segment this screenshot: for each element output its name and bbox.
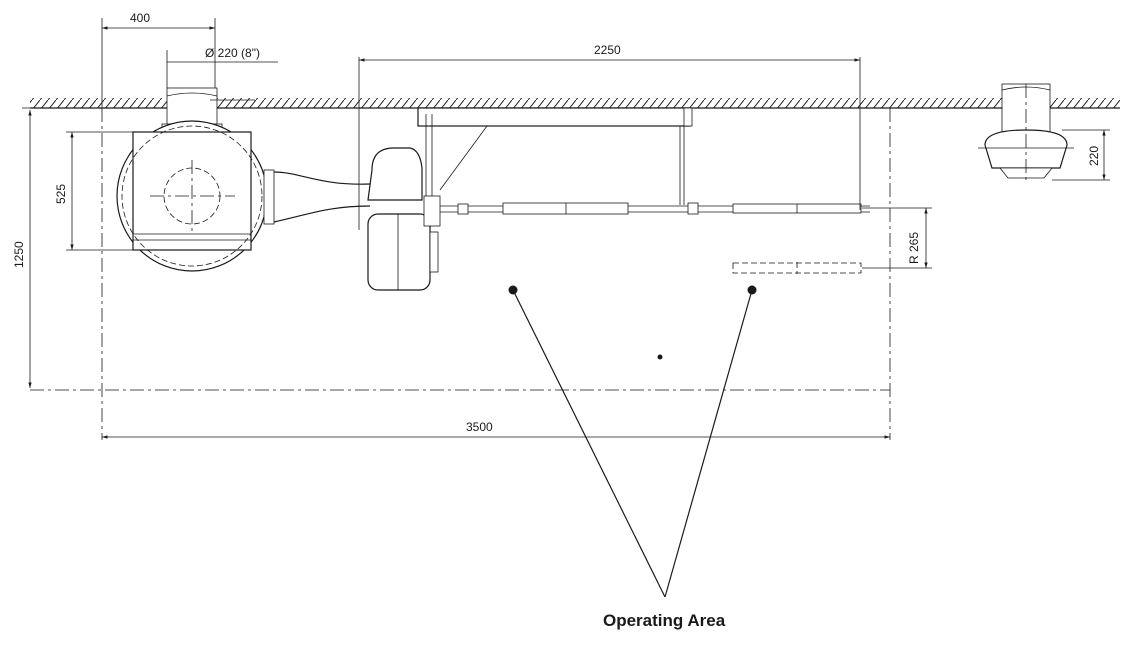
rotating-unit	[116, 120, 275, 272]
operating-area-label: Operating Area	[603, 611, 726, 630]
motor-housing	[367, 147, 441, 291]
dimension-height-total	[22, 107, 60, 388]
dimension-unit-height-label: 525	[54, 184, 68, 204]
dimension-top-width	[101, 18, 216, 108]
dimension-unit-height	[66, 131, 133, 251]
dimension-radius	[862, 207, 932, 269]
flexible-hose	[273, 171, 371, 223]
dimension-boom-length	[358, 57, 861, 230]
operating-area-callout	[508, 285, 757, 598]
dimension-total-length-label: 3500	[466, 420, 493, 434]
dimension-top-width-label: 400	[130, 11, 150, 25]
dimension-duct-diameter-label: Ø 220 (8")	[205, 46, 260, 60]
ceiling-fan	[978, 83, 1074, 184]
operating-area-boundary	[30, 108, 891, 440]
boom-frame	[417, 107, 693, 205]
dimension-fan-height-label: 220	[1087, 146, 1101, 166]
center-point	[657, 354, 663, 360]
dimension-boom-length-label: 2250	[594, 43, 621, 57]
dimension-radius-label: R 265	[907, 232, 921, 264]
dimension-duct-diameter	[166, 50, 278, 88]
telescopic-arm	[440, 202, 870, 215]
dimension-height-total-label: 1250	[12, 241, 26, 268]
lowered-arm-position	[732, 262, 862, 274]
dimension-fan-height	[1052, 129, 1110, 181]
